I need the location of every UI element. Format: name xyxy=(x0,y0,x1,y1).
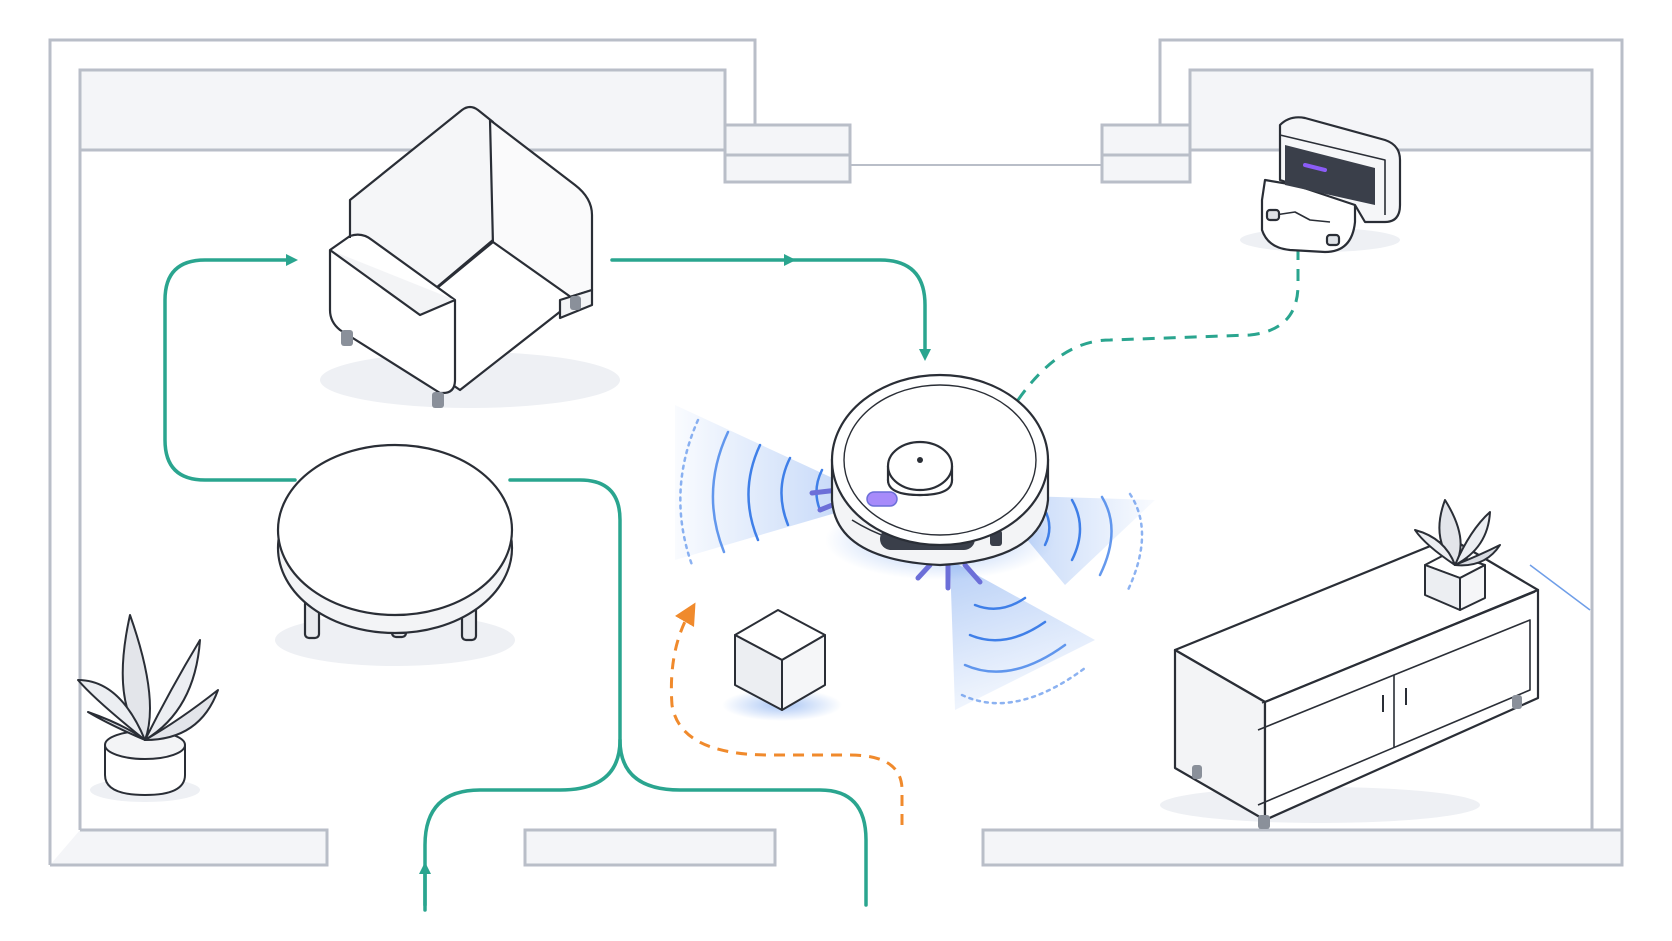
obstacle-cube-icon xyxy=(722,609,842,721)
route-exit-right xyxy=(618,738,868,907)
wall-outer-left xyxy=(48,38,757,865)
main-cleaning-route xyxy=(163,254,931,912)
wall-top-right-band xyxy=(1188,68,1594,152)
charging-dock-icon xyxy=(1240,116,1402,254)
wall-bottom-mid xyxy=(523,828,777,867)
armchair-icon xyxy=(320,105,620,408)
sensor-beam-left xyxy=(675,405,880,560)
wall-outer-right xyxy=(1158,38,1624,865)
wall-bottom-left xyxy=(50,828,329,867)
route-entry-left xyxy=(423,478,622,912)
round-table-icon xyxy=(275,443,515,666)
wall-bottom-right xyxy=(981,828,1624,867)
tv-cabinet-icon xyxy=(1160,536,1540,829)
route-around-table xyxy=(163,254,298,482)
potted-plant-icon xyxy=(77,614,219,802)
return-to-dock-path xyxy=(1016,245,1300,401)
obstacle-avoidance-path xyxy=(669,602,904,825)
wall-top-left-band xyxy=(78,68,727,152)
route-curve-down xyxy=(788,258,931,361)
robot-vacuum-icon xyxy=(809,373,1055,591)
small-potted-plant-icon xyxy=(1414,499,1501,611)
